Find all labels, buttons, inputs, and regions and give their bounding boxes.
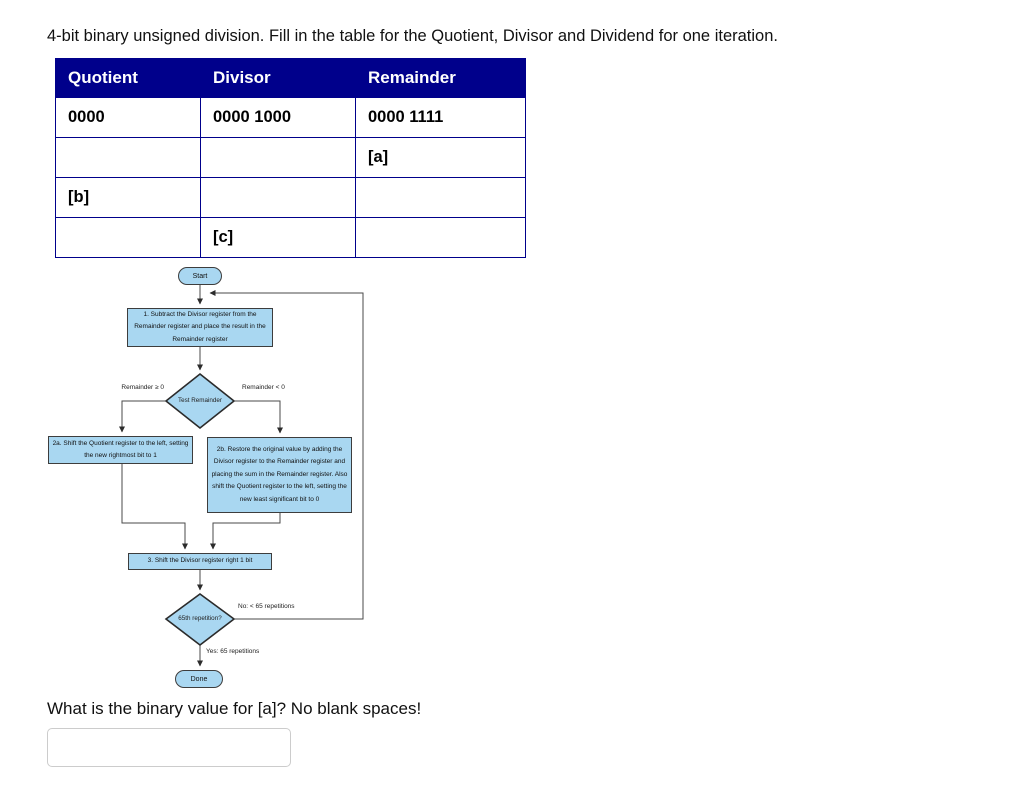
cell-remainder-initial: 0000 1111: [355, 97, 526, 138]
repetition-diamond-label: 65th repetition?: [178, 614, 222, 622]
branch-label-yes: Yes: 65 repetitions: [206, 648, 260, 655]
flowchart-step2a-box: 2a. Shift the Quotient register to the l…: [48, 436, 193, 464]
cell-divisor-initial: 0000 1000: [200, 97, 356, 138]
cell-quotient-b: [b]: [55, 177, 201, 218]
question-text: What is the binary value for [a]? No bla…: [47, 699, 422, 718]
branch-label-remainder-ge: Remainder ≥ 0: [121, 384, 164, 391]
table-row: [c]: [55, 217, 526, 258]
cell-quotient-step3: [55, 217, 201, 258]
flowchart-step3-box: 3. Shift the Divisor register right 1 bi…: [128, 553, 272, 570]
cell-divisor-step1: [200, 137, 356, 178]
table-header-row: Quotient Divisor Remainder: [55, 58, 526, 98]
flowchart-connectors-and-arrows: [119, 285, 364, 667]
page-title: 4-bit binary unsigned division. Fill in …: [47, 27, 778, 45]
repetition-diamond: [164, 593, 236, 647]
column-header-divisor: Divisor: [200, 58, 356, 98]
flowchart-start-node: Start: [178, 267, 222, 285]
column-header-quotient: Quotient: [55, 58, 201, 98]
flowchart-done-node: Done: [175, 670, 223, 688]
test-remainder-diamond: [164, 372, 236, 430]
branch-label-remainder-lt: Remainder < 0: [242, 384, 285, 391]
cell-quotient-initial: 0000: [55, 97, 201, 138]
cell-remainder-step3: [355, 217, 526, 258]
division-table: Quotient Divisor Remainder 0000 0000 100…: [55, 58, 526, 258]
test-remainder-label: Test Remainder: [177, 396, 223, 404]
flowchart-step2b-box: 2b. Restore the original value by adding…: [207, 437, 352, 513]
cell-remainder-step2: [355, 177, 526, 218]
cell-remainder-a: [a]: [355, 137, 526, 178]
flowchart-step1-box: 1. Subtract the Divisor register from th…: [127, 308, 273, 347]
cell-divisor-c: [c]: [200, 217, 356, 258]
answer-input[interactable]: [47, 728, 291, 767]
division-flowchart: Start 1. Subtract the Divisor register f…: [30, 258, 390, 703]
cell-divisor-step2: [200, 177, 356, 218]
table-row: 0000 0000 1000 0000 1111: [55, 97, 526, 138]
branch-label-no: No: < 65 repetitions: [238, 603, 295, 610]
table-row: [a]: [55, 137, 526, 178]
cell-quotient-step1: [55, 137, 201, 178]
column-header-remainder: Remainder: [355, 58, 526, 98]
table-row: [b]: [55, 177, 526, 218]
